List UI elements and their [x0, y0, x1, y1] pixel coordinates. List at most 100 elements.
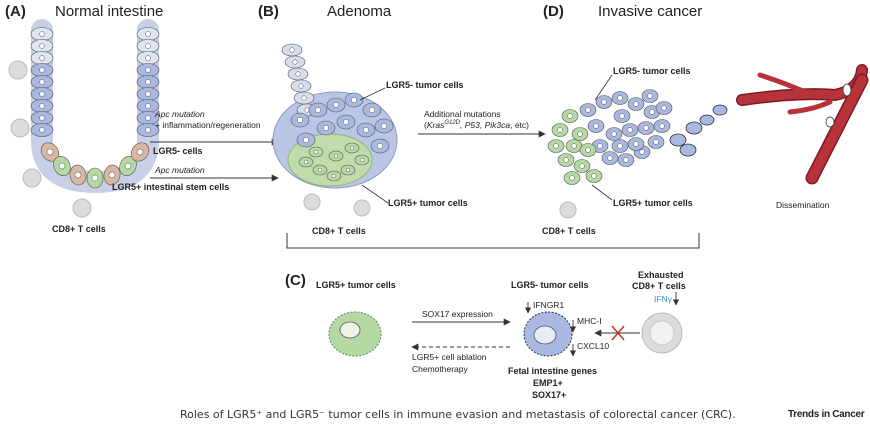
blood-vessel [736, 64, 869, 185]
tumor-lgr5-neg-cell [611, 139, 629, 153]
adenoma-lgr5-neg-cell [336, 114, 356, 130]
tumor-lgr5-neg-cell [637, 121, 655, 135]
lgr5-pos-tumor-cell [328, 311, 382, 357]
label-lgr5-neg-tumor-b: LGR5- tumor cells [386, 80, 464, 90]
tumor-lgr5-pos-cell [561, 109, 579, 123]
tumor-lgr5-neg-cell [653, 119, 671, 133]
tumor-lgr5-neg-cell [621, 123, 639, 137]
adenoma-lgr5-neg-cell [344, 92, 364, 108]
tumor-lgr5-pos-cell [563, 171, 581, 185]
c-label-sox17-expression: SOX17 expression [422, 309, 493, 319]
label-lgr5-pos-tumor-b: LGR5+ tumor cells [388, 198, 468, 208]
tumor-lgr5-neg-cell [601, 151, 619, 165]
c-label-ifng: IFNγ [654, 294, 672, 304]
tumor-lgr5-neg-cell [595, 95, 613, 109]
label-stem-cells: LGR5+ intestinal stem cells [112, 182, 230, 192]
tumor-lgr5-pos-cell [585, 169, 603, 183]
tumor-lgr5-pos-cell [551, 123, 569, 137]
adenoma-lgr5-pos-cell [354, 154, 370, 166]
normal-crypt [30, 19, 160, 194]
tumor-lgr5-neg-cell [647, 135, 665, 149]
c-label-ifngr1: IFNGR1 [533, 300, 565, 310]
adenoma-lgr5-neg-cell [290, 112, 310, 128]
crypt-cells [30, 27, 160, 189]
lgr5-neg-tumor-cell [523, 311, 573, 357]
adenoma-lgr5-neg-cell [308, 102, 328, 118]
adenoma-lgr5-neg-cell [296, 132, 316, 148]
tumor-lgr5-neg-cell [655, 101, 673, 115]
adenoma-lgr5-pos-cell [308, 146, 324, 158]
tumor-lgr5-neg-cell [617, 153, 635, 167]
crypt-cell-right [136, 39, 160, 53]
c-label-ablation: LGR5+ cell ablation [412, 352, 487, 362]
tumor-lgr5-neg-cell [605, 127, 623, 141]
c-label-fetal-genes: Fetal intestine genes [508, 366, 598, 376]
tumor-lgr5-pos-cell [557, 153, 575, 167]
c-label-cxcl10: CXCL10 [577, 341, 610, 351]
tumor-lgr5-neg-cell [627, 97, 645, 111]
c-label-sox17: SOX17+ [532, 390, 567, 400]
crypt-cell-left [30, 27, 54, 41]
c-label-lgr5-pos: LGR5+ tumor cells [316, 280, 396, 290]
crypt-cell-left [30, 63, 54, 77]
adenoma-lgr5-neg-cell [356, 122, 376, 138]
inflammation-text: + inflammation/regeneration [155, 120, 261, 130]
panel-a-title: Normal intestine [55, 3, 164, 20]
adenoma-cell-top [290, 79, 312, 93]
adenoma-lgr5-neg-cell [316, 120, 336, 136]
tumor-lgr5-neg-cell [587, 119, 605, 133]
crypt-cell-left [30, 75, 54, 89]
panel-d-letter: (D) [543, 3, 564, 20]
t-cells-a [8, 60, 92, 218]
label-lgr5-neg-cells: LGR5- cells [153, 146, 203, 156]
pointer-lgr5-neg-b [359, 87, 386, 101]
adenoma-cell-top [287, 67, 309, 81]
adenoma-lgr5-pos-cell [344, 142, 360, 154]
c-label-chemotherapy: Chemotherapy [412, 364, 468, 374]
adenoma-cell-top [281, 43, 303, 57]
adenoma-lgr5-pos-cell [326, 170, 342, 182]
c-label-exhausted: Exhausted [638, 270, 684, 280]
adenoma-lgr5-pos-cell [340, 164, 356, 176]
crypt-cell-right [136, 63, 160, 77]
tumor-lgr5-pos-cell [571, 127, 589, 141]
mutation-list: (KrasG12D, P53, Pik3ca, etc) [424, 120, 530, 130]
label-cd8-d: CD8+ T cells [542, 226, 596, 236]
invasive-tumor [547, 89, 673, 185]
tumor-lgr5-neg-cell [641, 89, 659, 103]
tumor-lgr5-pos-cell [579, 143, 597, 157]
crypt-cell-right [136, 111, 160, 125]
tumor-lgr5-pos-cell [565, 139, 583, 153]
pointer-lgr5-neg-d [594, 74, 613, 101]
tumor-lgr5-neg-cell [613, 109, 631, 123]
panel-b-title: Adenoma [327, 3, 392, 20]
c-label-emp1: EMP1+ [533, 378, 563, 388]
label-lgr5-neg-tumor-d: LGR5- tumor cells [613, 66, 691, 76]
tumor-lgr5-neg-cell [579, 103, 597, 117]
crypt-cell-left [30, 123, 54, 137]
crypt-cell-right [136, 51, 160, 65]
label-cd8-b: CD8+ T cells [312, 226, 366, 236]
apc-mutation-upper: Apc mutation [155, 109, 205, 119]
label-cd8-a: CD8+ T cells [52, 224, 106, 234]
pointer-lgr5-pos-b [361, 184, 389, 204]
pointer-lgr5-pos-d [591, 184, 613, 201]
panel-b-letter: (B) [258, 3, 279, 20]
additional-mutations: Additional mutations [424, 109, 501, 119]
label-dissemination: Dissemination [776, 200, 830, 210]
crypt-cell-right [136, 87, 160, 101]
panel-a-letter: (A) [5, 3, 26, 20]
crypt-cell-left [30, 39, 54, 53]
block-x-mark [611, 325, 625, 341]
exhausted-t-cell [641, 312, 683, 354]
tumor-lgr5-neg-cell [611, 91, 629, 105]
crypt-cell-right [136, 123, 160, 137]
label-lgr5-pos-tumor-d: LGR5+ tumor cells [613, 198, 693, 208]
tumor-lgr5-pos-cell [547, 139, 565, 153]
adenoma-cell-top [284, 55, 306, 69]
c-label-lgr5-neg: LGR5- tumor cells [511, 280, 589, 290]
adenoma-lgr5-neg-cell [370, 138, 390, 154]
paneth-cell [86, 167, 104, 189]
adenoma-lgr5-neg-cell [326, 97, 346, 113]
